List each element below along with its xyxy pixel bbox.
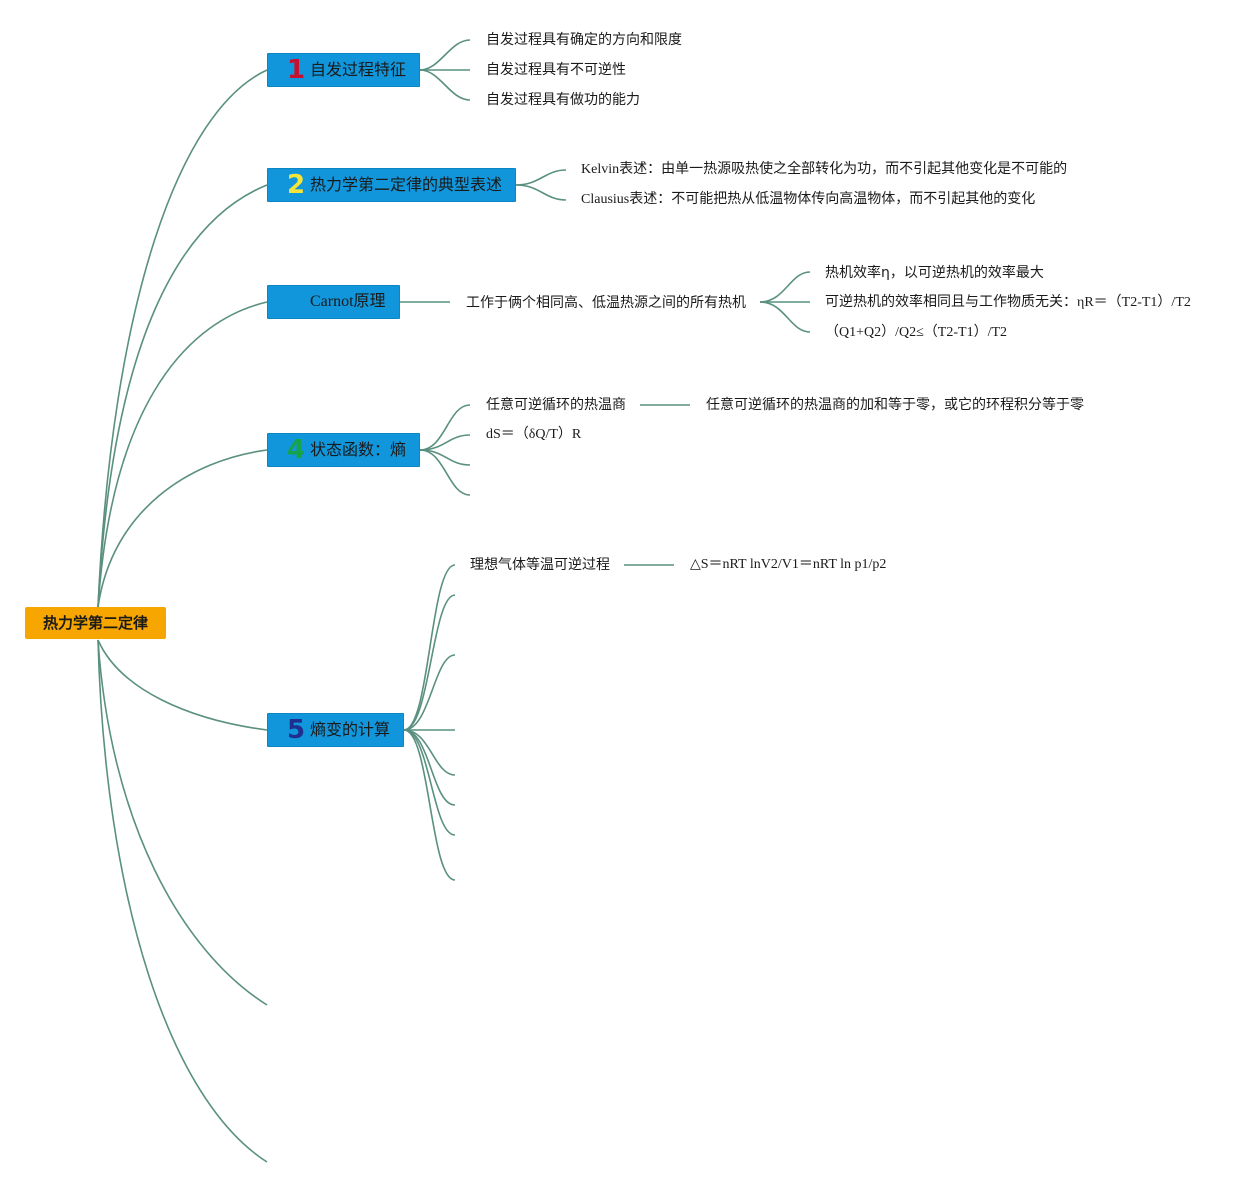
number-4-icon: 4 xyxy=(286,435,306,465)
subtopic-heat-engines[interactable]: 工作于俩个相同高、低温热源之间的所有热机 xyxy=(466,295,746,311)
subtopic-clausius-statement[interactable]: Clausius表述：不可能把热从低温物体传向高温物体，而不引起其他的变化 xyxy=(581,192,1036,207)
subtopic-heat-temperature-quotient[interactable]: 任意可逆循环的热温商 xyxy=(486,397,626,413)
topic-label: Carnot原理 xyxy=(310,293,386,310)
subtopic-efficiency-inequality[interactable]: （Q1+Q2）/Q2≤（T2-T1）/T2 xyxy=(825,325,1008,340)
subtopic-isothermal-reversible[interactable]: 理想气体等温可逆过程 xyxy=(470,557,610,573)
subtopic-max-efficiency[interactable]: 热机效率η，以可逆热机的效率最大 xyxy=(825,265,1044,281)
number-5-icon: 5 xyxy=(286,715,306,745)
topic-label: 自发过程特征 xyxy=(310,60,407,79)
subtopic-kelvin-statement[interactable]: Kelvin表述：由单一热源吸热使之全部转化为功，而不引起其他变化是不可能的 xyxy=(581,162,1068,177)
number-2-icon: 2 xyxy=(286,170,306,200)
subtopic-reversible-efficiency[interactable]: 可逆热机的效率相同且与工作物质无关：ηR＝（T2-T1）/T2 xyxy=(825,295,1191,310)
subtopic-irreversibility[interactable]: 自发过程具有不可逆性 xyxy=(486,62,626,78)
topic-label: 状态函数：熵 xyxy=(310,440,407,459)
subtopic-work-capacity[interactable]: 自发过程具有做功的能力 xyxy=(486,92,640,108)
topic-label: 熵变的计算 xyxy=(310,720,391,739)
subtopic-direction-limit[interactable]: 自发过程具有确定的方向和限度 xyxy=(486,32,682,48)
subtopic-cyclic-integral-zero[interactable]: 任意可逆循环的热温商的加和等于零，或它的环程积分等于零 xyxy=(706,397,1084,413)
number-1-icon: 1 xyxy=(286,55,306,85)
topic-label: 热力学第二定律的典型表述 xyxy=(310,175,503,194)
subtopic-isothermal-entropy-formula[interactable]: △S＝nRT lnV2/V1＝nRT ln p1/p2 xyxy=(690,557,887,572)
subtopic-entropy-definition[interactable]: dS＝（δQ/T）R xyxy=(486,427,582,442)
root-topic[interactable]: 热力学第二定律 xyxy=(25,607,166,639)
topic-carnot-principle[interactable]: Carnot原理 xyxy=(267,285,400,319)
